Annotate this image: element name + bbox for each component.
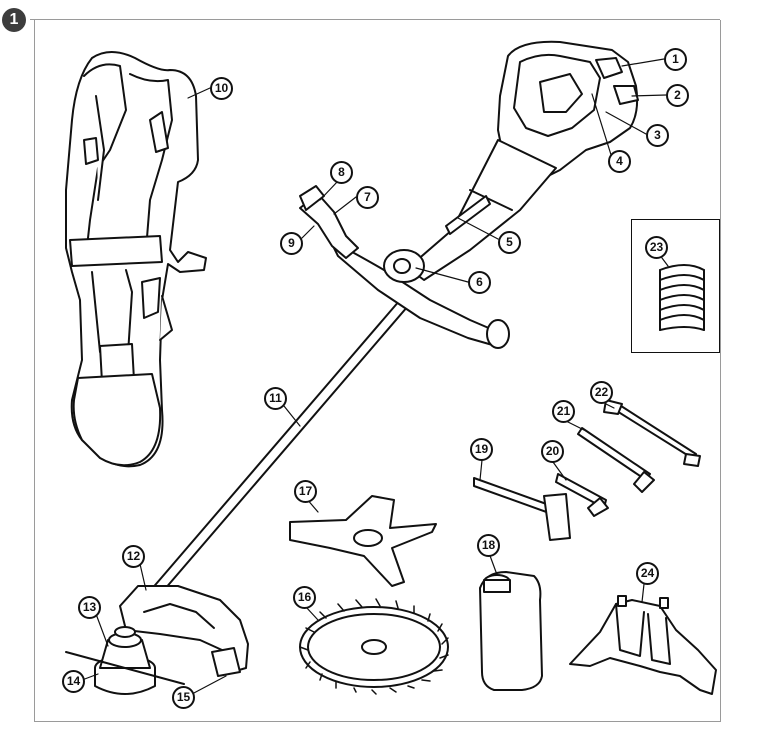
callout-9: 9 [280, 232, 303, 255]
callout-5: 5 [498, 231, 521, 254]
callout-16: 16 [293, 586, 316, 609]
harness-illustration [65, 51, 207, 468]
callout-11: 11 [264, 387, 287, 410]
callout-10: 10 [210, 77, 233, 100]
brushcutter-illustration [65, 40, 639, 695]
callout-21: 21 [552, 400, 575, 423]
callout-13: 13 [78, 596, 101, 619]
frame-border-top [30, 19, 720, 20]
saw-blade-illustration [299, 598, 449, 695]
frame-border-bottom [34, 721, 721, 722]
leader-lines [81, 58, 669, 695]
callout-2: 2 [666, 84, 689, 107]
callout-19: 19 [470, 438, 493, 461]
tools-illustration [473, 399, 701, 541]
callout-15: 15 [172, 686, 195, 709]
callout-24: 24 [636, 562, 659, 585]
callout-6: 6 [468, 271, 491, 294]
callout-17: 17 [294, 480, 317, 503]
oil-bottle-illustration [479, 571, 543, 691]
callout-1: 1 [664, 48, 687, 71]
callout-12: 12 [122, 545, 145, 568]
three-tooth-blade-illustration [289, 495, 437, 587]
callout-4: 4 [608, 150, 631, 173]
callout-18: 18 [477, 534, 500, 557]
frame-border-right [720, 20, 721, 722]
support-plate-illustration [569, 595, 717, 695]
callout-3: 3 [646, 124, 669, 147]
callout-23: 23 [645, 236, 668, 259]
callout-14: 14 [62, 670, 85, 693]
callout-20: 20 [541, 440, 564, 463]
callout-7: 7 [356, 186, 379, 209]
frame-border-left [34, 20, 35, 722]
spring-illustration [659, 264, 705, 331]
callout-22: 22 [590, 381, 613, 404]
figure-number-badge: 1 [2, 8, 26, 32]
callout-8: 8 [330, 161, 353, 184]
